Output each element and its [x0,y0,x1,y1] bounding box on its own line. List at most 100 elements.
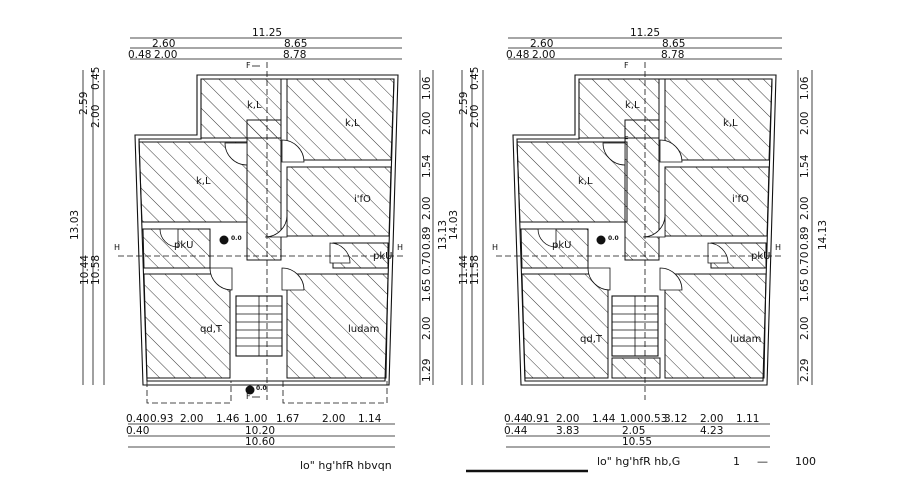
dim-left: 11.44 [458,255,470,285]
room-label: i'fO [354,194,371,205]
dim-bottom: 3.83 [556,425,579,437]
dim-top: 8.65 [284,38,307,50]
dim-right: 0.70 [799,252,811,275]
dim-top: 2.60 [530,38,553,50]
dim-bottom: 1.46 [216,413,240,425]
dim-right: 1.06 [421,76,433,100]
section-lines: F F H H [114,61,404,401]
dim-right: 1.29 [421,359,433,382]
room-label: qd,T [200,324,223,335]
dim-left: 10.58 [90,255,102,285]
dim-bottom: 0.93 [150,413,173,425]
level-markers: 0.0 0.0 [219,235,267,395]
door-swings [537,139,729,291]
dim-bottom: 2.00 [322,413,345,425]
staircase [235,295,283,357]
level-marker-label: 0.0 [231,235,242,242]
room-label: pkU [373,251,392,262]
level-markers: 0.0 [596,235,619,245]
section-label-right: H [775,243,781,252]
level-marker-icon [245,385,255,395]
dim-bottom: 0.44 [504,413,528,425]
plan-right: 11.25 2.60 8.65 0.48 2.00 8.78 2.59 2.00… [448,27,829,473]
dim-bottom: 1.00 [620,413,643,425]
dim-right: 2.00 [799,112,811,135]
staircase [611,295,659,357]
dim-bottom: 1.11 [736,413,759,425]
section-label-mid: F [624,135,629,144]
dim-top: 2.60 [152,38,175,50]
dim-bottom: 0.44 [504,425,528,437]
top-dimensions: 11.25 2.60 8.65 0.48 2.00 8.78 [128,27,402,61]
dim-left: 0.45 [90,67,102,90]
level-marker-label: 0.0 [608,235,619,242]
dim-top: 0.48 [128,49,151,61]
scale-label: 1 [733,455,740,468]
dim-bottom: 1.14 [358,413,382,425]
rooms-hatched [516,78,773,379]
dim-right: 2.00 [421,112,433,135]
room-label: pkU [751,251,770,262]
room-labels: k,L k,L k,L i'fO pkU pkU qd,T ludam [174,100,392,335]
dim-bottom: 1.44 [592,413,616,425]
scale-label: 100 [795,455,816,468]
dim-right: 2.00 [421,317,433,340]
dim-bottom: 1.67 [276,413,299,425]
section-label-left: H [114,243,120,252]
dim-bottom: 3.12 [664,413,687,425]
dim-right: 2.00 [421,197,433,220]
section-lines: F F H H [492,61,782,400]
scale-label: — [757,455,768,468]
room-label: k,L [345,118,360,129]
room-label: pkU [174,240,193,251]
dim-left: 2.00 [469,105,481,128]
dim-bottom: 0.91 [526,413,549,425]
top-dimensions: 11.25 2.60 8.65 0.48 2.00 8.78 [506,27,782,61]
dim-right: 2.29 [799,359,811,382]
dim-left: 2.00 [90,105,102,128]
plan-left: 11.25 2.60 8.65 0.48 2.00 8.78 2.59 2.00… [69,27,449,472]
dim-right: 2.00 [799,317,811,340]
dim-top: 8.65 [662,38,685,50]
plan-caption: lo" hg'hfR hb,G [597,455,680,468]
plan-caption: lo" hg'hfR hbvqn [300,459,392,472]
dim-bottom-total: 10.60 [245,436,275,448]
room-label: k,L [625,100,640,111]
left-dimensions: 2.59 2.00 0.45 14.03 11.44 11.58 [448,67,484,385]
dim-right-total: 13.13 [437,220,449,250]
room-labels: k,L k,L k,L i'fO pkU pkU qd,T ludam [552,100,770,345]
section-label-bottom: F [246,392,251,401]
dim-left: 2.59 [78,92,90,115]
dim-right: 1.54 [421,154,433,178]
dim-top: 2.00 [532,49,555,61]
room-label: i'fO [732,194,749,205]
dim-bottom: 0.40 [126,425,149,437]
left-dimensions: 2.59 2.00 0.45 13.03 10.44 10.58 [69,67,105,385]
level-marker-icon [219,235,229,245]
level-marker-label: 0.0 [256,385,267,392]
dim-top: 0.48 [506,49,529,61]
dim-bottom: 0.40 [126,413,149,425]
dim-right: 1.65 [799,279,811,302]
dim-bottom: 2.00 [180,413,203,425]
room-label: pkU [552,240,571,251]
right-dimensions: 1.06 2.00 1.54 2.00 0.89 0.70 1.65 2.00 … [797,70,829,385]
rooms-hatched [138,78,395,379]
dim-top: 2.00 [154,49,177,61]
dim-right: 1.06 [799,76,811,100]
dim-top-total: 11.25 [252,27,282,39]
dim-bottom: 2.00 [556,413,579,425]
section-label-left: H [492,243,498,252]
dim-bottom: 2.00 [700,413,723,425]
dim-left: 13.03 [69,210,81,240]
section-label-top: F [624,61,629,70]
right-dimensions: 1.06 2.00 1.54 2.00 0.89 0.70 1.65 2.00 … [419,70,449,385]
dim-bottom: 0.53 [644,413,667,425]
bottom-dimensions: 0.44 0.91 2.00 1.44 1.00 0.53 3.12 2.00 … [504,413,770,448]
dim-top-total: 11.25 [630,27,660,39]
room-label: k,L [578,176,593,187]
dim-bottom: 4.23 [700,425,723,437]
dim-right: 1.54 [799,154,811,178]
